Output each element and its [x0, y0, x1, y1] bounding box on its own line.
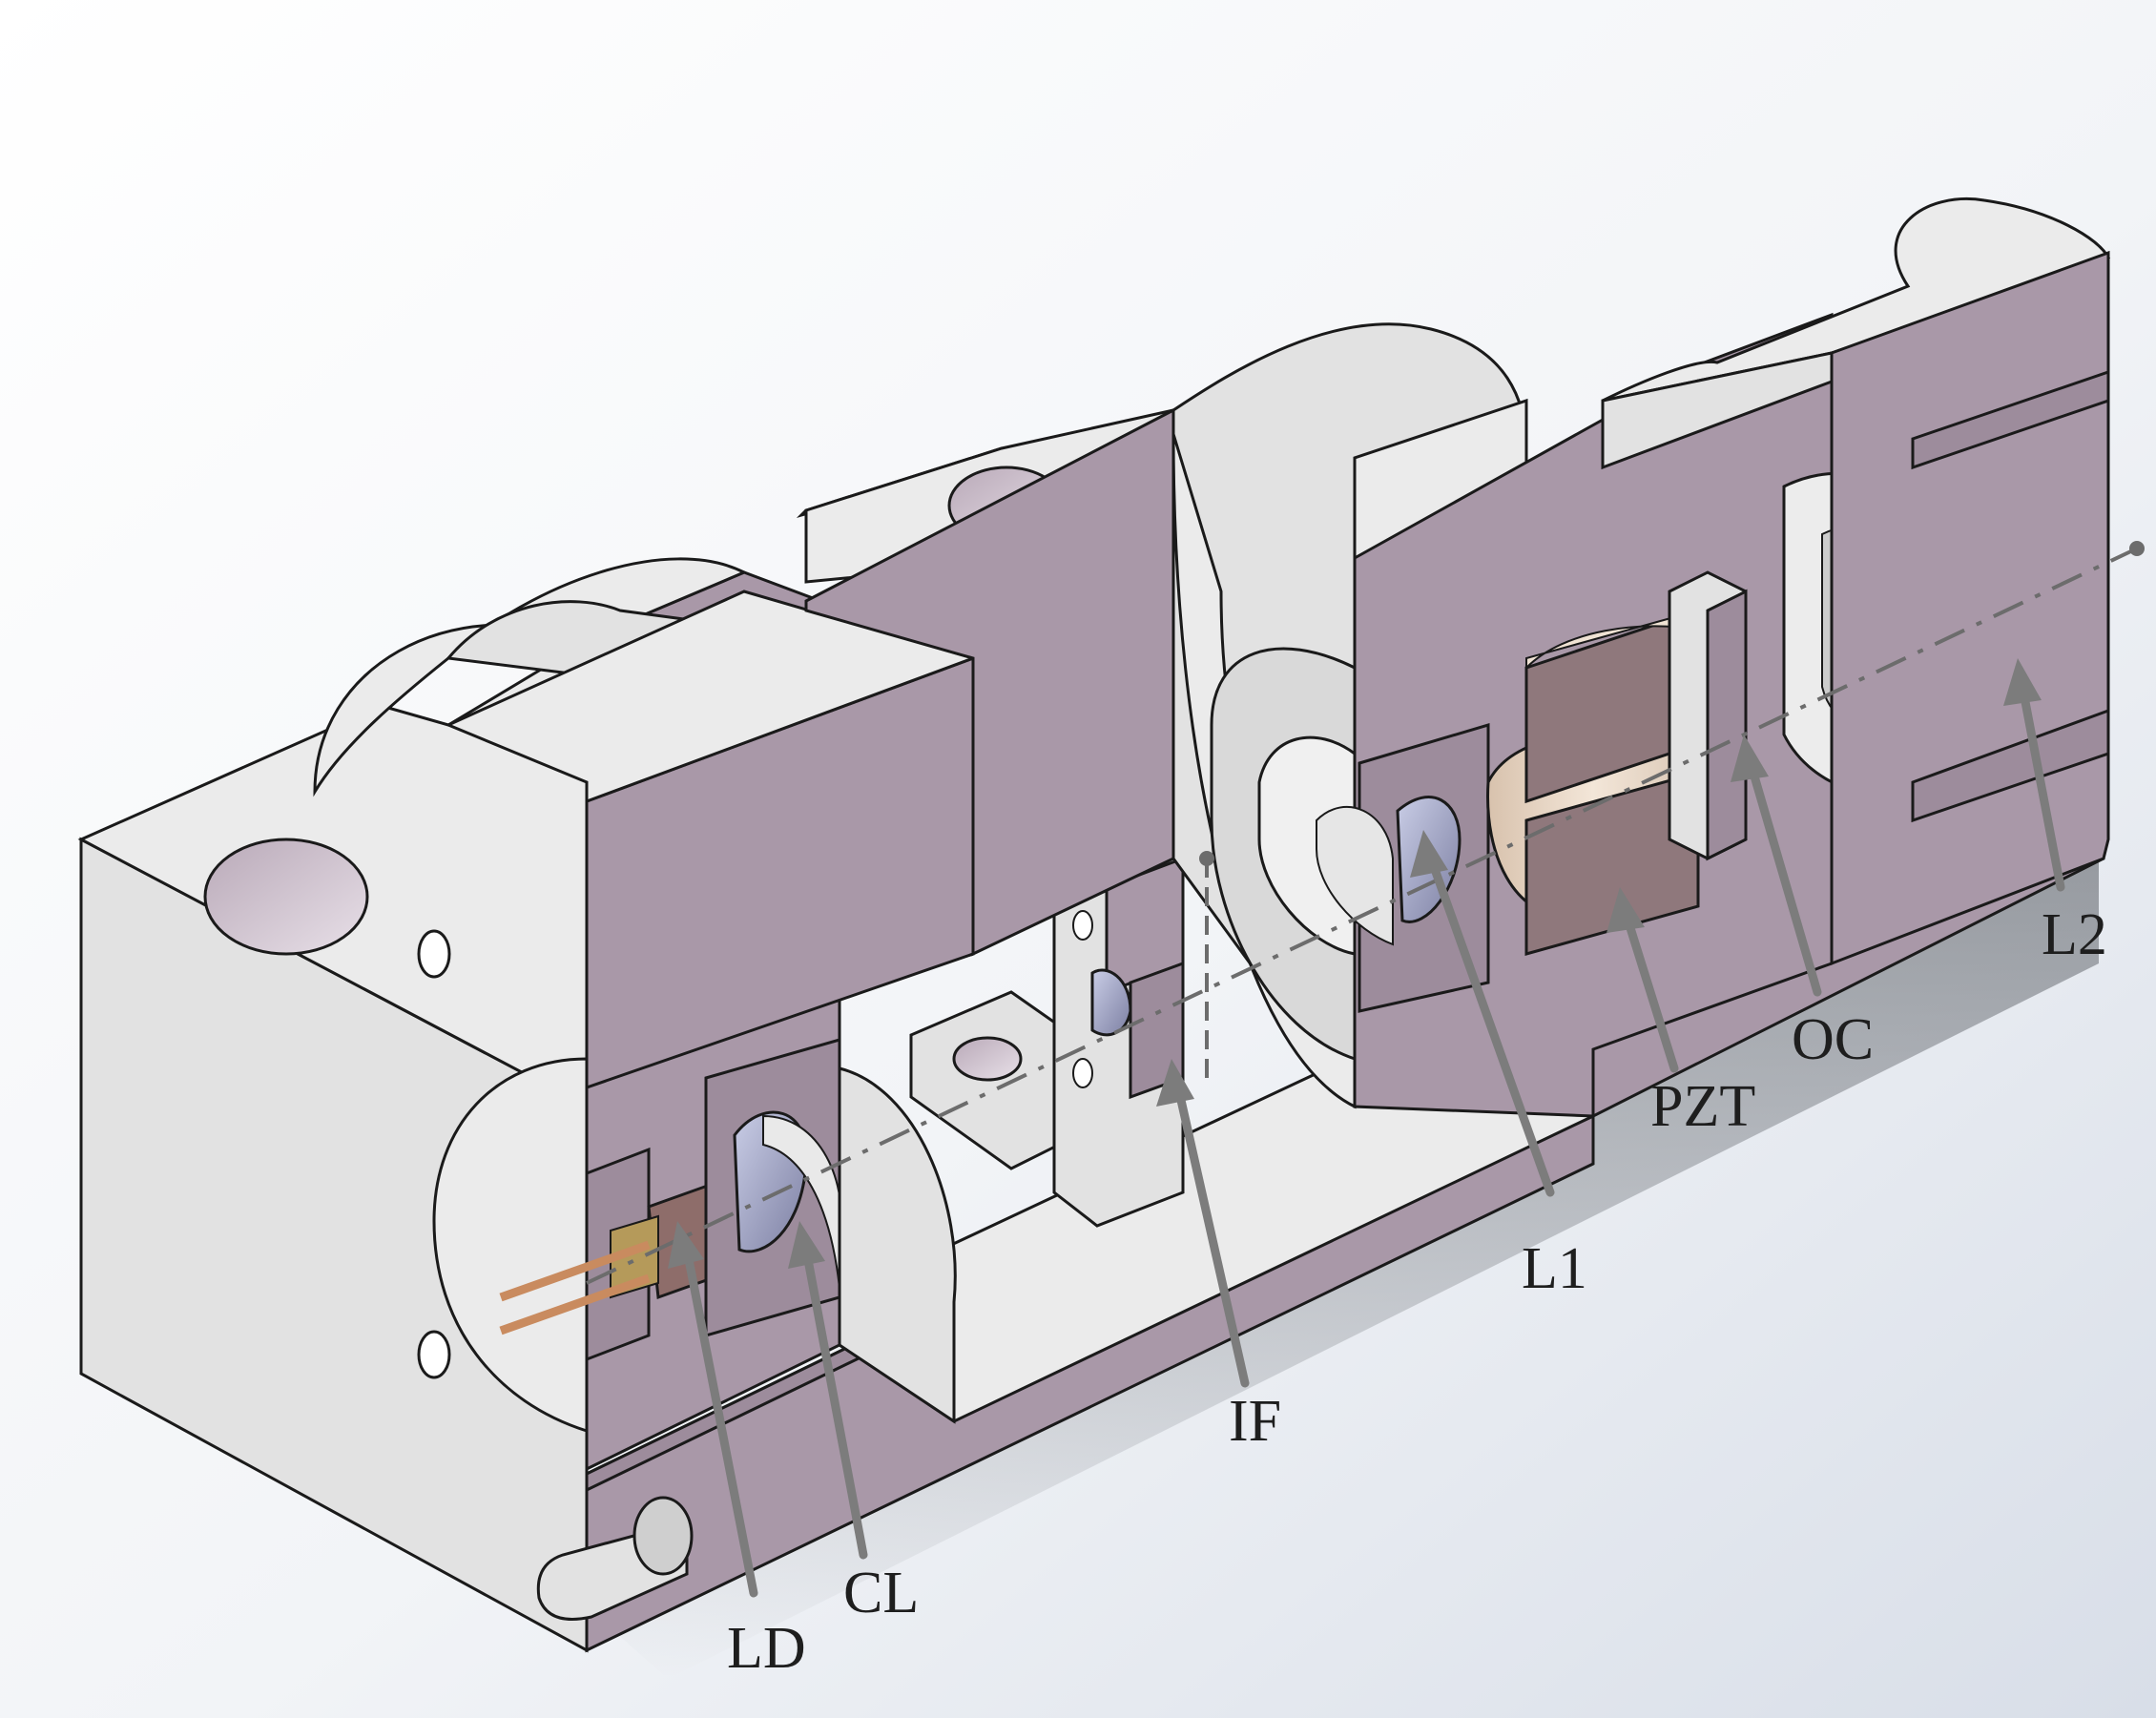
label-ld: LD [727, 1616, 806, 1681]
interference-filter [1090, 961, 1185, 1100]
collimating-lens [704, 1038, 842, 1337]
callout-l2: L2 [2003, 658, 2107, 967]
label-oc: OC [1792, 1007, 1874, 1072]
left-housing-block [203, 557, 978, 1472]
middle-wall [796, 407, 1175, 957]
optical-axis [586, 541, 2145, 1285]
label-l1: L1 [1522, 1236, 1587, 1301]
callout-l1: L1 [1410, 830, 1587, 1301]
output-coupler [1668, 570, 1748, 861]
label-if: IF [1229, 1389, 1281, 1454]
callout-if: IF [1156, 1059, 1281, 1454]
label-pzt: PZT [1650, 1074, 1755, 1139]
mounting-hole-top [203, 838, 369, 956]
callout-cl: CL [788, 1221, 919, 1625]
callout-ld: LD [668, 1221, 806, 1681]
callout-pzt: PZT [1607, 887, 1755, 1139]
right-housing-block [1171, 197, 2111, 1118]
screw-hole [417, 929, 451, 979]
label-cl: CL [843, 1561, 919, 1625]
callout-oc: OC [1731, 735, 1874, 1072]
label-l2: L2 [2042, 902, 2107, 967]
screw-hole [417, 1330, 451, 1379]
